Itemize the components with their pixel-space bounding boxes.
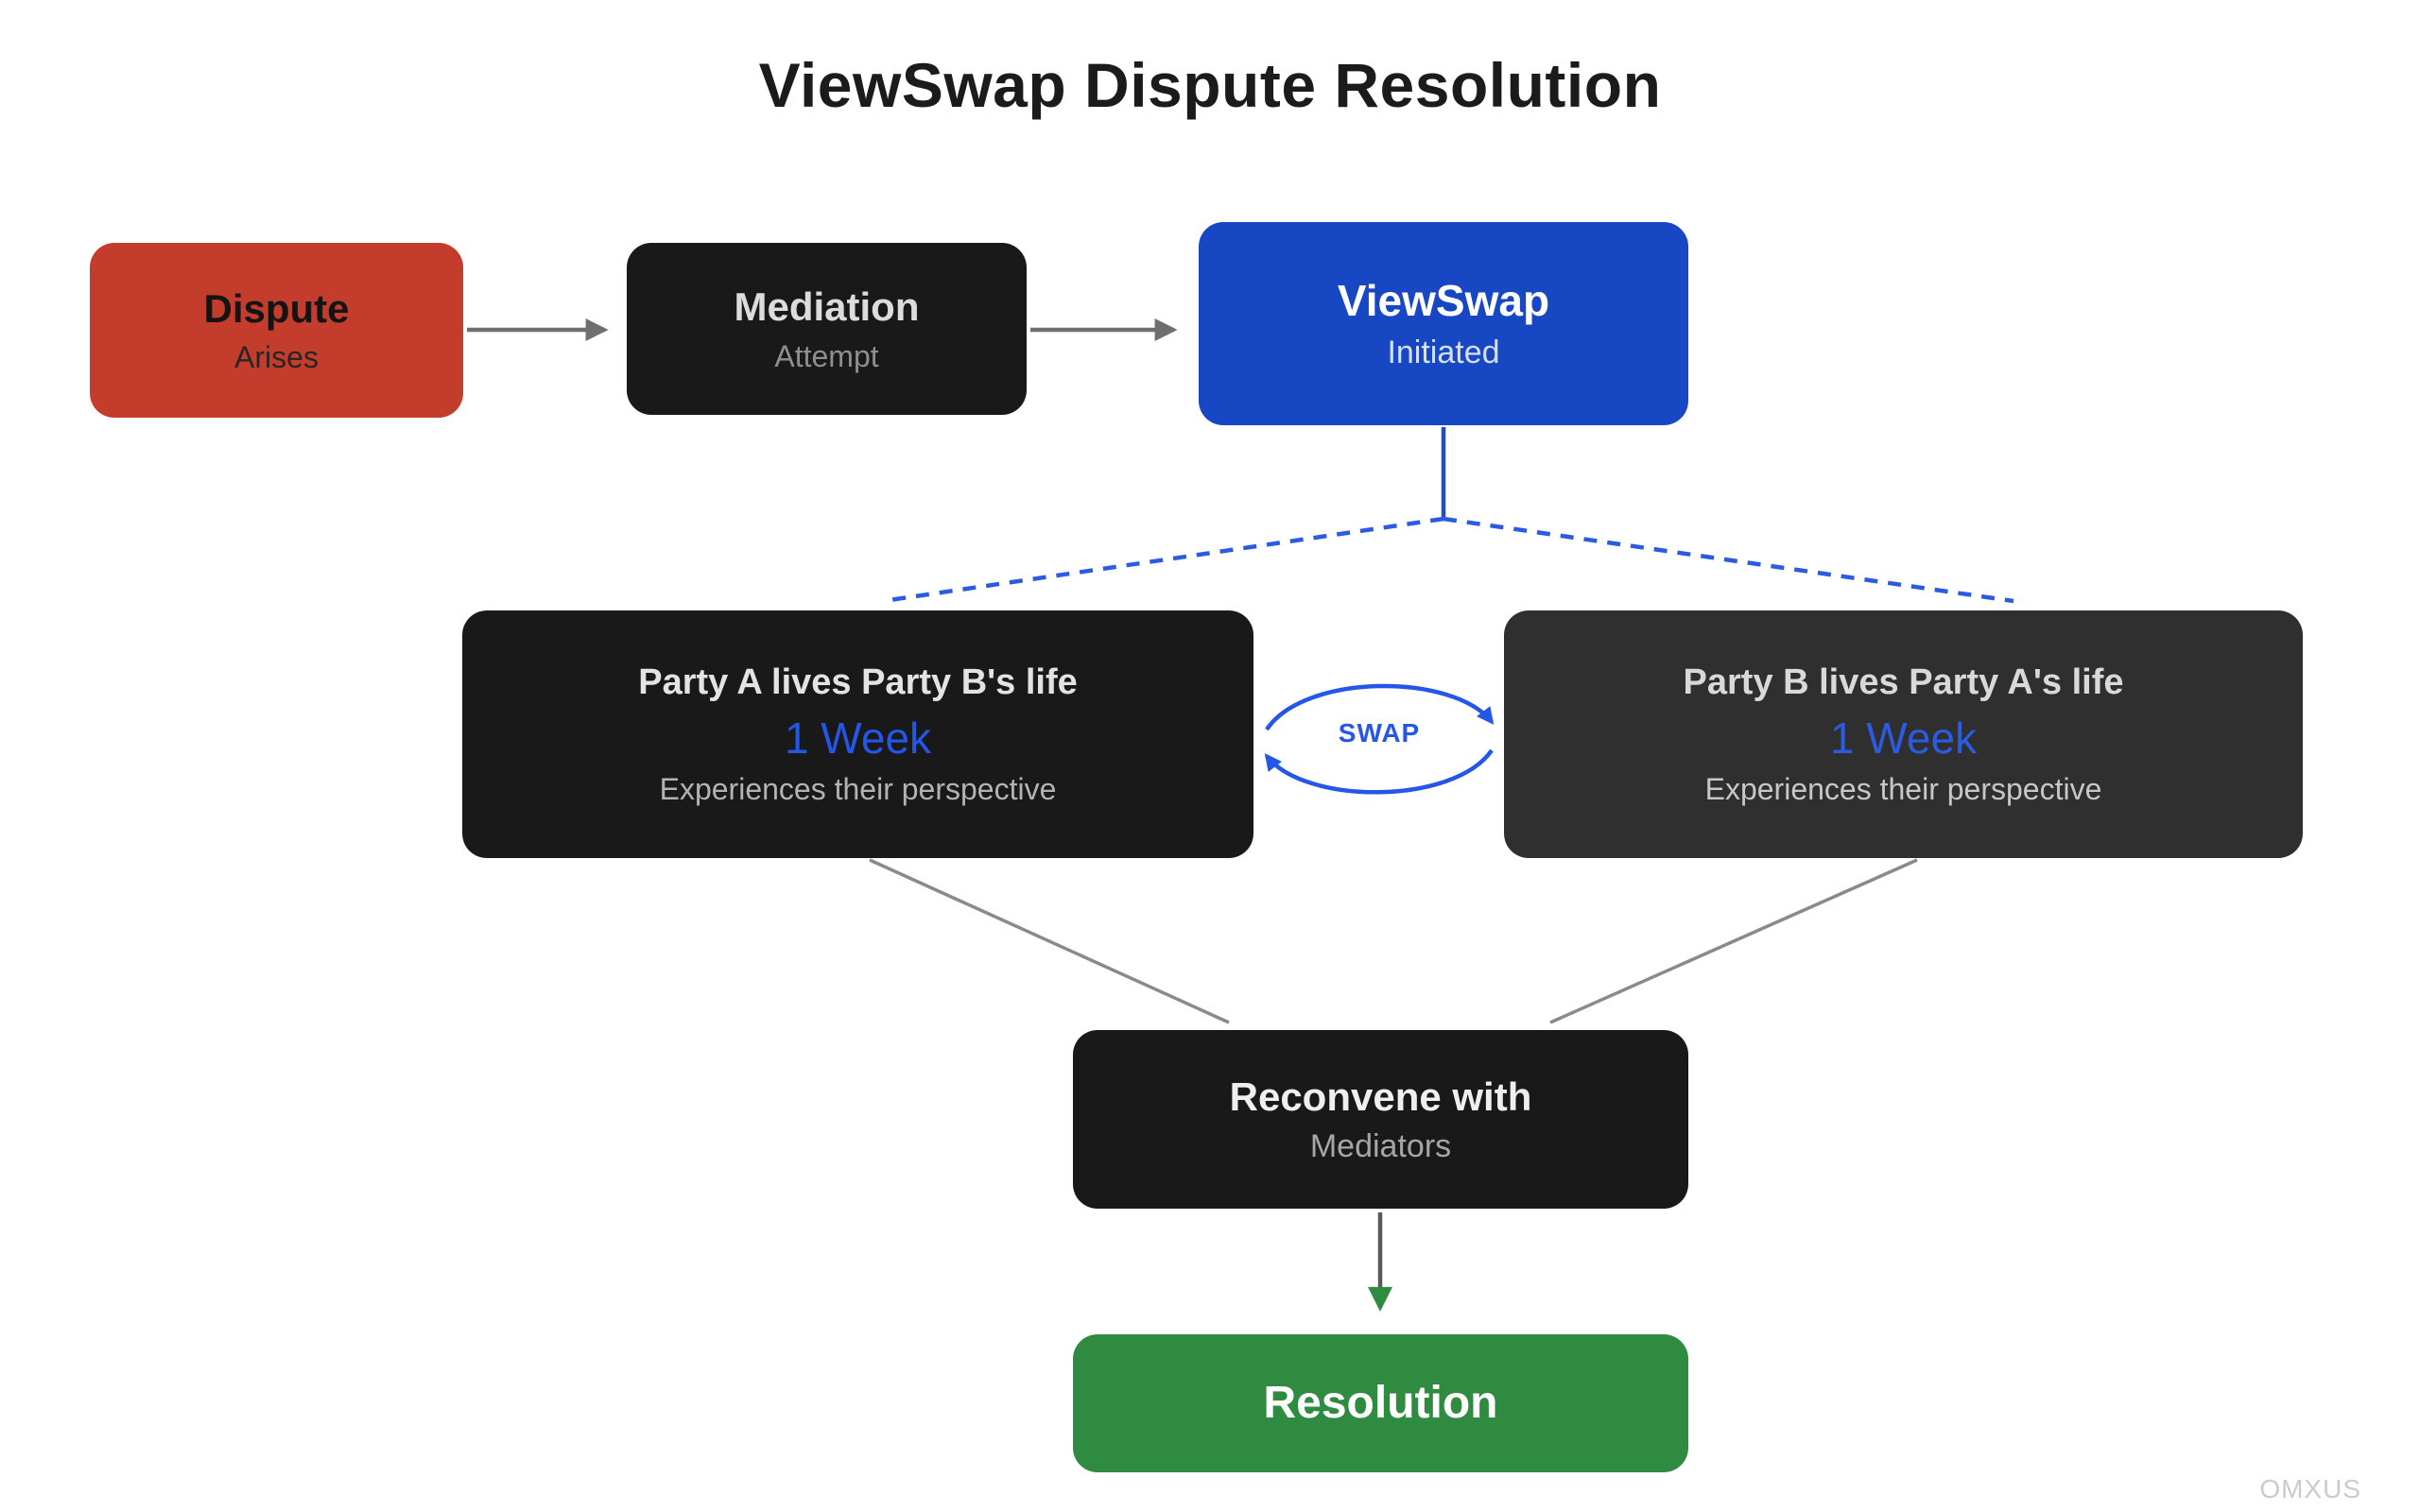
node-party-b-duration: 1 Week	[1829, 713, 1978, 764]
swap-label: SWAP	[1338, 718, 1421, 747]
node-dispute: Dispute Arises	[90, 243, 463, 418]
node-party-b: Party B lives Party A's life 1 Week Expe…	[1504, 610, 2303, 858]
node-reconvene: Reconvene with Mediators	[1073, 1030, 1688, 1209]
node-mediation: Mediation Attempt	[627, 243, 1027, 415]
node-reconvene-title: Reconvene with	[1229, 1074, 1532, 1119]
swap-arrow-bottom	[1264, 748, 1494, 795]
diagram-title: ViewSwap Dispute Resolution	[758, 50, 1662, 120]
node-resolution: Resolution	[1073, 1334, 1688, 1472]
node-viewswap-subtitle: Initiated	[1387, 335, 1500, 371]
dashed-line-to-party-a	[882, 516, 1444, 604]
watermark: OMXUS	[2259, 1474, 2361, 1503]
node-party-b-title: Party B lives Party A's life	[1683, 662, 2124, 702]
node-viewswap-title: ViewSwap	[1337, 276, 1550, 326]
node-viewswap: ViewSwap Initiated	[1199, 222, 1688, 425]
node-dispute-subtitle: Arises	[234, 340, 319, 375]
node-party-a: Party A lives Party B's life 1 Week Expe…	[462, 610, 1253, 858]
node-party-a-duration: 1 Week	[784, 713, 932, 764]
line-party-b-to-reconvene	[1549, 858, 1918, 1024]
node-mediation-subtitle: Attempt	[774, 338, 879, 373]
node-reconvene-subtitle: Mediators	[1309, 1127, 1452, 1164]
dashed-line-to-party-b	[1443, 516, 2014, 604]
node-resolution-title: Resolution	[1263, 1378, 1498, 1429]
line-party-a-to-reconvene	[869, 858, 1230, 1024]
node-party-b-subtitle: Experiences their perspective	[1704, 772, 2102, 807]
node-dispute-title: Dispute	[203, 285, 350, 331]
node-party-a-title: Party A lives Party B's life	[638, 662, 1078, 702]
node-party-a-subtitle: Experiences their perspective	[659, 772, 1057, 807]
node-mediation-title: Mediation	[734, 284, 920, 330]
